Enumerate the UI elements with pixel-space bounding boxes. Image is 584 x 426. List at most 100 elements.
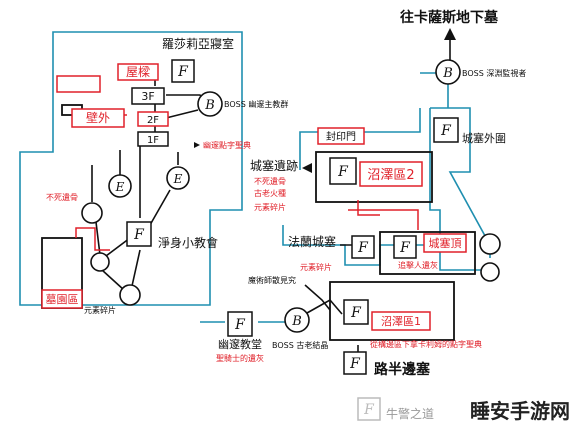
node-icon [480, 262, 500, 282]
bonfire-icon: F [329, 157, 357, 185]
bonfire-icon: F [433, 117, 459, 143]
svg-text:E: E [115, 180, 125, 194]
arrow-right-icon [194, 142, 200, 148]
bonfire-icon: F [227, 311, 253, 337]
svg-text:F: F [234, 317, 246, 333]
watchdog-ash-label: 追擊人遺灰 [398, 260, 438, 270]
node-icon [90, 252, 110, 272]
svg-text:F: F [399, 240, 411, 256]
red-wall-4 [357, 200, 380, 216]
farron-block [379, 231, 476, 275]
labels: 羅莎莉亞寢室 屋樑 3F 2F 1F 壁外 BOSS 幽邃主教群 幽邃點字聖典 … [46, 9, 571, 423]
arrow-up-icon [444, 28, 456, 40]
red-wall-3 [75, 227, 110, 251]
bonfire-icon: F [343, 299, 369, 325]
svg-text:F: F [440, 123, 452, 139]
key-item-label: 幽邃點字聖典 [203, 140, 251, 150]
line-e2 [149, 152, 179, 226]
bonfire-icon: F [351, 235, 375, 259]
magic-text-label: 魔術師散見究 [248, 275, 296, 285]
to-catacombs-label: 往卡薩斯地下墓 [400, 9, 499, 26]
outer-wall-label: 壁外 [86, 110, 110, 125]
path-lines [91, 40, 451, 355]
boss-deacon-label: BOSS 幽邃主教群 [224, 99, 288, 109]
route-upper-zone [19, 31, 243, 306]
purging-chapel-label: 淨身小教會 [158, 235, 218, 250]
swamp2-label: 沼澤區2 [367, 168, 414, 183]
ruins-label: 城塞遺跡 [250, 158, 298, 173]
sealed-gate-box [317, 127, 365, 145]
svg-text:F: F [350, 305, 362, 321]
bonfire-icon: F [357, 397, 381, 421]
svg-text:B: B [204, 98, 215, 113]
keep-ruins-label: 城塞頂 [429, 236, 462, 250]
floor-1f-box [137, 131, 169, 147]
svg-text:F: F [349, 356, 361, 372]
top-room-label: 羅莎莉亞寢室 [162, 36, 234, 51]
boss-icon: B [197, 91, 223, 117]
bonfires: F F F F F F F F F F [126, 59, 459, 421]
svg-text:B: B [291, 314, 302, 329]
bosses: B B B [197, 59, 461, 333]
swamp2-box [359, 161, 423, 187]
undead-bone-left-label: 不死遺骨 [46, 192, 78, 202]
drop-note-label: 從構邊區下拿卡利姆的點字聖典 [370, 339, 482, 349]
farron-keep-label: 法蘭城塞 [288, 234, 336, 249]
boss-icon: B [435, 59, 461, 85]
node-icon [479, 233, 501, 255]
old-fire-label: 古老火種 [254, 188, 286, 198]
graveyard-label: 墓園區 [46, 293, 79, 306]
floor-1f-label: 1F [147, 135, 159, 146]
element-shard-left-label: 元素碎片 [84, 305, 116, 315]
keep-ruins-box [423, 233, 467, 253]
element-shard-ruins-label: 元素碎片 [254, 202, 286, 212]
item-circles: E E [81, 166, 501, 306]
arrow-left-icon [302, 163, 312, 173]
bonfire-icon: F [393, 235, 417, 259]
svg-text:F: F [177, 64, 189, 80]
red-wall-5 [348, 209, 419, 230]
graveyard-box [41, 289, 83, 309]
halfway-label: 路半邊塞 [374, 361, 431, 378]
tower-box [117, 63, 159, 81]
route-right-loop [429, 108, 490, 271]
node-icon [119, 284, 141, 306]
watermark-path-label: 牛警之道 [386, 406, 434, 421]
line-2f-to-boss [165, 109, 199, 119]
swamp2-room [315, 151, 433, 203]
tower-label: 屋樑 [126, 65, 150, 79]
bonfire-icon: F [171, 59, 195, 83]
estus-icon: E [108, 174, 132, 198]
estus-icon: E [166, 166, 190, 190]
element-shard-mid-label: 元素碎片 [300, 262, 332, 272]
cathedral-label: 幽邃教堂 [218, 337, 262, 351]
room-boxes [41, 63, 467, 331]
svg-text:F: F [133, 227, 145, 243]
floor-3f-label: 3F [141, 90, 154, 103]
floor-3f-box [131, 87, 165, 105]
castle-outer-label: 城塞外圍 [462, 131, 506, 145]
boss-icon: B [284, 307, 310, 333]
red-wall-1 [56, 75, 101, 93]
node-icon [81, 202, 103, 224]
knight-ash-label: 聖騎士的遺灰 [216, 353, 264, 363]
bonfire-icon: F [343, 351, 367, 375]
svg-text:F: F [337, 164, 349, 180]
watermark-brand-label: 睡安手游网 [470, 399, 570, 423]
svg-text:F: F [363, 402, 375, 418]
bonfire-icon: F [126, 221, 152, 247]
svg-text:B: B [442, 66, 453, 81]
swamp1-box [371, 311, 431, 331]
swamp1-label: 沼澤區1 [381, 314, 421, 328]
floor-2f-label: 2F [147, 115, 159, 126]
sealed-gate-label: 封印門 [326, 130, 356, 143]
svg-text:E: E [173, 172, 183, 186]
boss-watcher-label: BOSS 深淵監視者 [462, 68, 526, 78]
floor-2f-box [137, 111, 169, 127]
svg-text:F: F [357, 240, 369, 256]
undead-bone-ruins-label: 不死遺骨 [254, 176, 286, 186]
swamp1-room [329, 281, 455, 341]
boss-crystal-label: BOSS 古老結晶 [272, 340, 328, 350]
